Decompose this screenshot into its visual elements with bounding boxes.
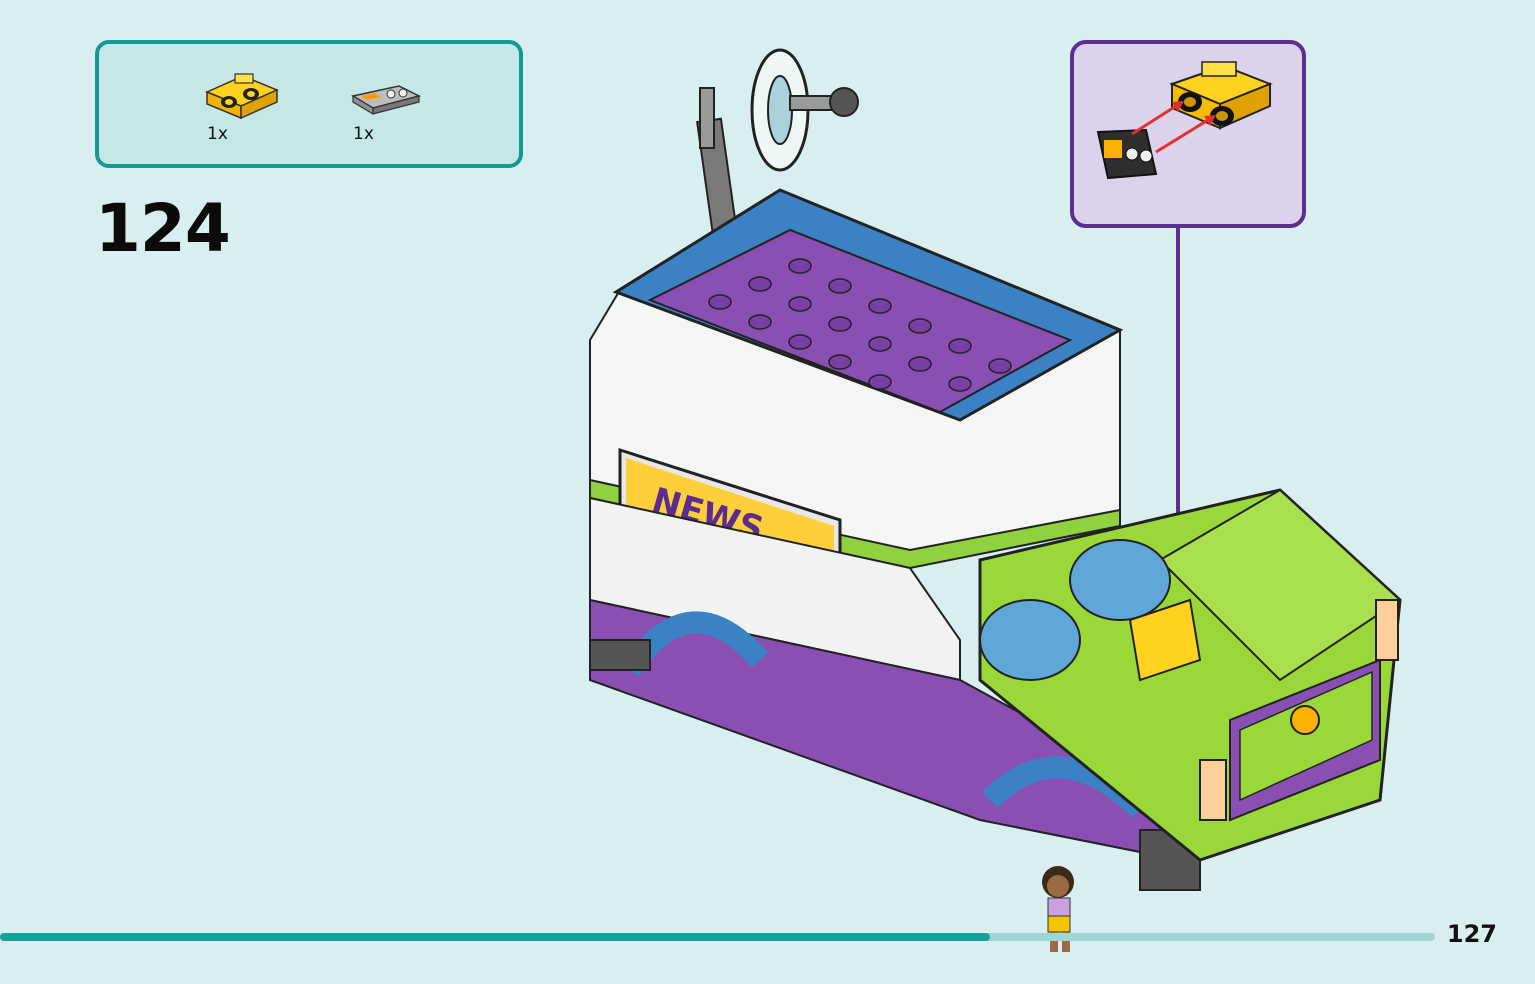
step-number: 124 [95,190,231,267]
part-quantity: 1x [353,124,374,144]
progress-bar-fill [0,933,991,941]
yellow-bracket-plate-icon [205,73,279,120]
callout-box [1070,40,1306,228]
page-number: 127 [1446,920,1497,948]
callout-assembly-illustration [1096,61,1273,180]
printed-gauges-tile-icon [351,85,421,116]
part-quantity: 1x [207,124,228,144]
news-van-model: NEWS [589,48,1402,891]
parts-list-box: 1x 1x [95,40,523,168]
minifigure-icon [1042,866,1074,952]
progress-bar [0,933,1435,941]
